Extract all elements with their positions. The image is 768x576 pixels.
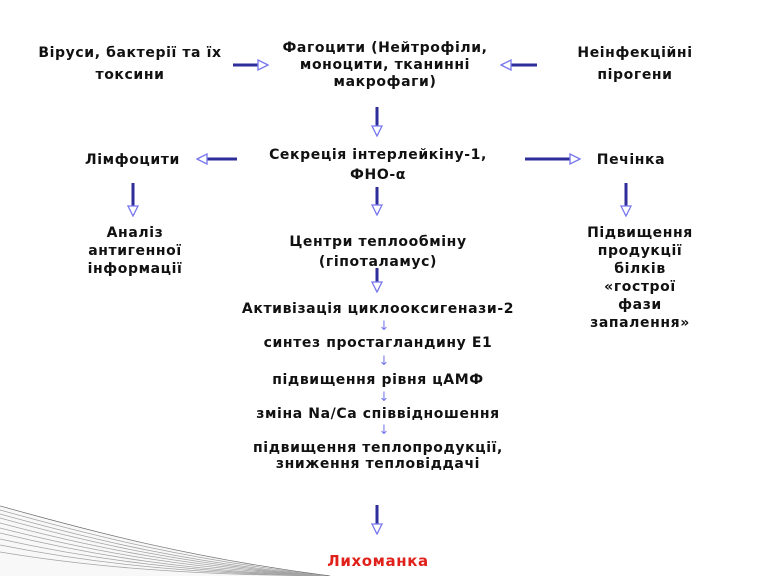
step-arrow-3: ↓ [378,390,390,405]
step-arrow-4: ↓ [378,423,390,438]
step-arrow-2: ↓ [378,354,390,369]
step-heat-production: підвищення теплопродукції, зниження тепл… [253,440,503,472]
node-secretion: Секреція інтерлейкіну-1, ФНО-α [269,147,487,183]
node-viruses: Віруси, бактерії та їх токсини [38,45,222,83]
node-liver: Печінка [596,152,666,168]
node-phagocytes: Фагоцити (Нейтрофіли, моноцити, тканинні… [282,40,488,90]
node-pyrogens: Неінфекційні пірогени [577,45,693,83]
decorative-swoosh [0,505,330,576]
node-analysis: Аналіз антигенної інформації [87,225,183,277]
node-increase: Підвищення продукції білків «гострої фаз… [587,225,693,331]
step-camp: підвищення рівня цАМФ [272,372,484,388]
node-centers: Центри теплообміну (гіпоталамус) [289,234,467,270]
node-lymphocytes: Лімфоцити [85,152,180,168]
step-cox2: Активізація циклооксигенази-2 [241,301,515,317]
step-arrow-1: ↓ [378,319,390,334]
node-fever: Лихоманка [327,552,429,570]
step-prostaglandin: синтез простагландину Е1 [263,335,493,351]
step-na-ca: зміна Na/Ca співвідношення [256,406,500,422]
